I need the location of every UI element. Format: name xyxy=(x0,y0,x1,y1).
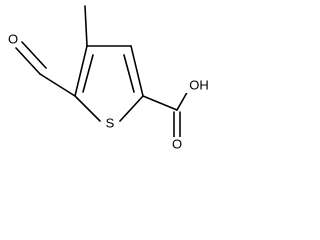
bond-cho-o-a xyxy=(15,47,41,75)
structure-canvas: O S OH O xyxy=(7,5,212,152)
bond-c4-c5 xyxy=(130,45,144,97)
bond-s-c2 xyxy=(74,95,101,122)
bond-cho-o-b xyxy=(21,41,47,69)
bond-c5-cooh xyxy=(142,95,178,111)
bond-c5-c4-inner xyxy=(123,54,135,93)
atom-label-carbonyl-oxygen: O xyxy=(172,136,182,151)
bond-c2-cho xyxy=(39,73,76,97)
bond-c2-c3 xyxy=(74,45,88,97)
bond-c2-c3-inner xyxy=(82,54,94,93)
bond-methyl xyxy=(84,5,88,47)
atom-label-hydroxyl: OH xyxy=(189,77,209,92)
bond-c5-s xyxy=(119,95,144,122)
atom-label-formyl-oxygen: O xyxy=(8,31,18,46)
atom-label-sulfur: S xyxy=(106,115,115,130)
